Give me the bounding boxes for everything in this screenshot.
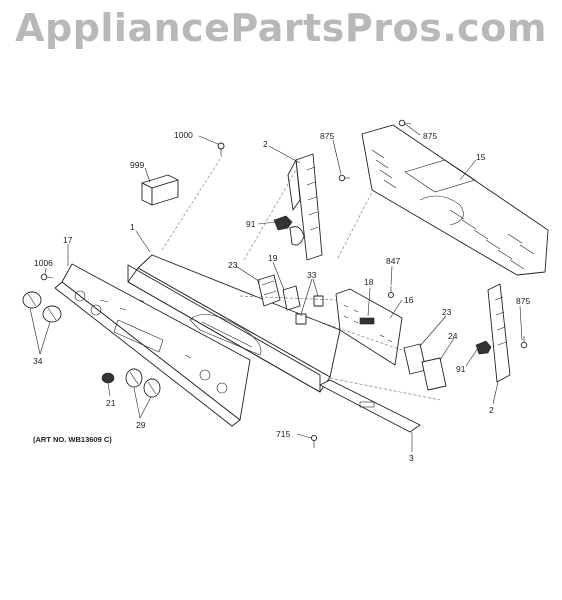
part-23-switch-right — [403, 343, 427, 375]
part-1-backsplash — [127, 254, 341, 393]
callout-1: 1 — [130, 222, 135, 232]
assembly-lines — [161, 155, 441, 401]
part-875-screw-c — [520, 336, 528, 349]
callout-875-c: 875 — [516, 296, 530, 306]
part-715-screw — [310, 434, 318, 448]
part-15-rear-bracket — [361, 124, 549, 276]
part-875-screw-a — [338, 174, 350, 182]
callout-1006: 1006 — [34, 258, 53, 268]
part-16-control-board — [335, 288, 403, 366]
callout-21: 21 — [106, 398, 116, 408]
part-91-clip-top — [273, 215, 293, 231]
callout-715: 715 — [276, 429, 290, 439]
callout-18: 18 — [364, 277, 374, 287]
callout-17: 17 — [63, 235, 73, 245]
part-24-switch — [421, 357, 447, 391]
callout-34: 34 — [33, 356, 43, 366]
part-17-overlay — [54, 263, 251, 427]
callout-2-top: 2 — [263, 139, 268, 149]
callout-847: 847 — [386, 256, 400, 266]
part-847-screw — [387, 286, 395, 299]
callout-875-b: 875 — [423, 131, 437, 141]
part-34-knobs — [22, 291, 62, 323]
art-number: (ART NO. WB13609 C) — [33, 435, 112, 444]
site-watermark: AppliancePartsPros.com — [15, 6, 547, 50]
callout-2-right: 2 — [489, 405, 494, 415]
part-23-switch-left — [257, 274, 281, 307]
callout-16: 16 — [404, 295, 414, 305]
callout-875-a: 875 — [320, 131, 334, 141]
callout-999: 999 — [130, 160, 144, 170]
callout-91-top: 91 — [246, 219, 256, 229]
part-91-clip-right — [475, 340, 492, 355]
callout-91-right: 91 — [456, 364, 466, 374]
part-21-knob — [101, 372, 115, 384]
callout-23-right: 23 — [442, 307, 452, 317]
callout-24: 24 — [448, 331, 458, 341]
part-999-badge — [141, 174, 179, 206]
part-2-endcap-right — [487, 283, 511, 383]
callout-19: 19 — [268, 253, 278, 263]
callout-29: 29 — [136, 420, 146, 430]
part-2-endcap-left — [287, 153, 323, 261]
callout-3: 3 — [409, 453, 414, 463]
part-1006-screw — [40, 273, 54, 281]
callout-labels: 1000 999 2 875 875 15 91 1 17 1006 23 19… — [33, 130, 530, 463]
part-29-knobs — [125, 368, 161, 398]
part-1000-screw — [217, 142, 225, 156]
leader-lines — [29, 123, 523, 452]
part-3-trim — [319, 379, 421, 433]
callout-1000: 1000 — [174, 130, 193, 140]
callout-33: 33 — [307, 270, 317, 280]
part-875-screw-b — [398, 119, 412, 127]
callout-15: 15 — [476, 152, 486, 162]
callout-23-left: 23 — [228, 260, 238, 270]
